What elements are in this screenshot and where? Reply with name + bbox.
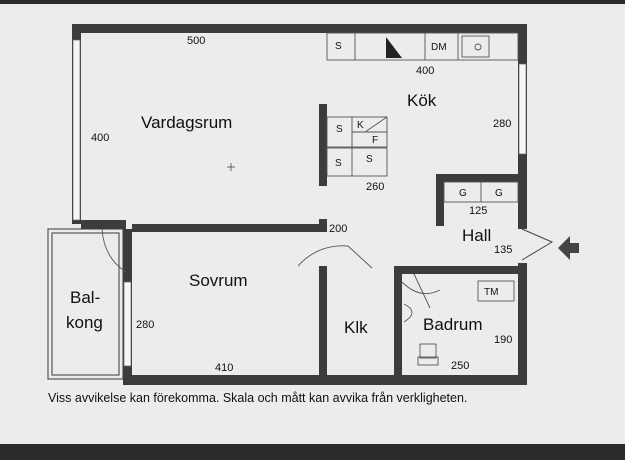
fixture-label-cabinet-3: S bbox=[366, 154, 373, 165]
room-label-balkong-line2: kong bbox=[66, 313, 103, 332]
entrance-arrow-icon bbox=[558, 236, 579, 260]
fixture-label-dishwasher: DM bbox=[431, 42, 447, 53]
dimension-vardagsrum-width: 500 bbox=[187, 35, 205, 47]
fixture-label-fridge: K bbox=[357, 120, 364, 131]
fixture-label-stove: S bbox=[335, 41, 342, 52]
dimension-corridor: 200 bbox=[329, 223, 347, 235]
room-label-balkong-line1: Bal- bbox=[70, 288, 100, 307]
interior-walls bbox=[81, 104, 518, 376]
door-swings bbox=[101, 228, 441, 309]
stove-icon bbox=[386, 37, 402, 58]
fixture-label-cabinet-1: S bbox=[336, 124, 343, 135]
room-label-badrum: Badrum bbox=[423, 315, 483, 334]
dimension-sovrum-depth: 280 bbox=[136, 319, 154, 331]
room-label-kok: Kök bbox=[407, 91, 437, 110]
dimension-vardagsrum-depth: 400 bbox=[91, 132, 109, 144]
room-label-vardagsrum: Vardagsrum bbox=[141, 113, 232, 132]
fixture-label-freezer: F bbox=[372, 135, 378, 146]
fixture-label-washer: TM bbox=[484, 287, 498, 298]
dimension-badrum-width: 250 bbox=[451, 360, 469, 372]
windows bbox=[72, 39, 527, 367]
dimension-kok-counter: 400 bbox=[416, 65, 434, 77]
dimension-kok-depth: 280 bbox=[493, 118, 511, 130]
room-label-sovrum: Sovrum bbox=[189, 271, 248, 290]
kitchen-counter bbox=[326, 32, 519, 61]
fixture-label-cabinet-2: S bbox=[335, 158, 342, 169]
sink-icon bbox=[474, 43, 482, 51]
center-mark bbox=[227, 163, 235, 171]
dimension-kok-cabinets: 260 bbox=[366, 181, 384, 193]
dimension-hall-wardrobe: 125 bbox=[469, 205, 487, 217]
fixture-label-wardrobe-2: G bbox=[495, 188, 503, 199]
entrance-door bbox=[521, 228, 554, 261]
kitchen-cabinets bbox=[326, 116, 388, 177]
fixture-label-wardrobe-1: G bbox=[459, 188, 467, 199]
hall-wardrobe bbox=[443, 181, 519, 203]
room-label-klk: Klk bbox=[344, 318, 368, 337]
disclaimer-caption: Viss avvikelse kan förekomma. Skala och … bbox=[48, 391, 467, 405]
bathroom-fixtures bbox=[403, 280, 515, 366]
room-label-hall: Hall bbox=[462, 226, 491, 245]
dimension-hall-depth: 135 bbox=[494, 244, 512, 256]
dimension-badrum-depth: 190 bbox=[494, 334, 512, 346]
dimension-sovrum-width: 410 bbox=[215, 362, 233, 374]
